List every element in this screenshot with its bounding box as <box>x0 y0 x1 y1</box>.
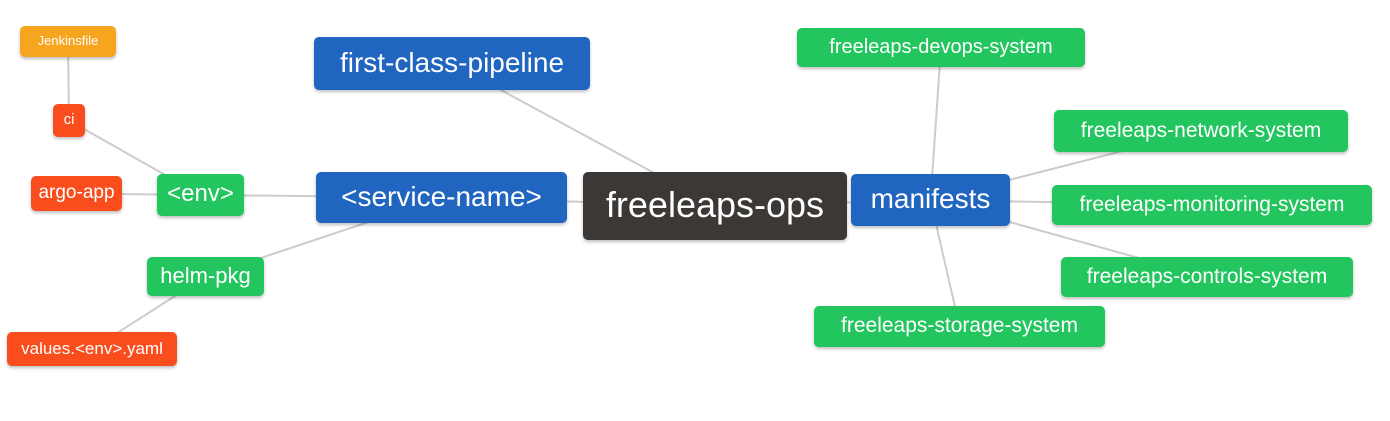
node-label: Jenkinsfile <box>37 33 99 48</box>
node-label: freeleaps-network-system <box>1080 118 1322 142</box>
node-values-env-yaml[interactable]: values.<env>.yaml <box>7 332 177 366</box>
node-label: freeleaps-controls-system <box>1086 264 1328 288</box>
node-freeleaps-network-system[interactable]: freeleaps-network-system <box>1054 110 1348 152</box>
node-label: freeleaps-storage-system <box>841 314 1078 337</box>
node-env[interactable]: <env> <box>157 174 244 216</box>
node-label: <service-name> <box>341 180 542 212</box>
node-label: <env> <box>167 180 234 207</box>
node-label: freeleaps-monitoring-system <box>1079 192 1345 216</box>
node-first-class-pipeline[interactable]: first-class-pipeline <box>314 37 590 90</box>
node-jenkinsfile[interactable]: Jenkinsfile <box>20 26 116 57</box>
node-helm-pkg[interactable]: helm-pkg <box>147 257 264 296</box>
node-freeleaps-storage-system[interactable]: freeleaps-storage-system <box>814 306 1105 347</box>
node-freeleaps-controls-system[interactable]: freeleaps-controls-system <box>1061 257 1353 297</box>
node-freeleaps-monitoring-system[interactable]: freeleaps-monitoring-system <box>1052 185 1372 225</box>
node-label: freeleaps-ops <box>605 184 825 225</box>
node-label: manifests <box>870 183 991 214</box>
node-freeleaps-devops-system[interactable]: freeleaps-devops-system <box>797 28 1085 67</box>
node-label: ci <box>63 111 75 128</box>
node-label: freeleaps-devops-system <box>829 35 1053 58</box>
node-label: argo-app <box>38 182 115 203</box>
node-manifests[interactable]: manifests <box>851 174 1010 226</box>
node-freeleaps-ops[interactable]: freeleaps-ops <box>583 172 847 240</box>
node-ci[interactable]: ci <box>53 104 85 137</box>
node-label: values.<env>.yaml <box>21 338 163 358</box>
node-label: first-class-pipeline <box>339 46 565 78</box>
node-argo-app[interactable]: argo-app <box>31 176 122 211</box>
node-service-name[interactable]: <service-name> <box>316 172 567 223</box>
node-label: helm-pkg <box>160 262 251 288</box>
